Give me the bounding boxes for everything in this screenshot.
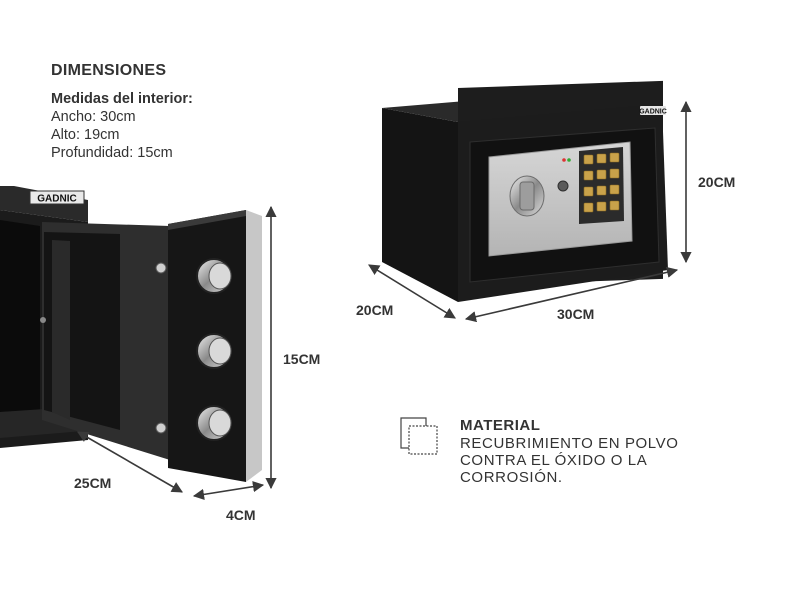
interior-heading: Medidas del interior: (51, 91, 193, 107)
dimensions-title: DIMENSIONES (51, 62, 167, 79)
interior-width: Ancho: 30cm (51, 109, 136, 125)
layers-icon (400, 417, 438, 455)
open-safe-dimension-lines (77, 205, 277, 500)
material-line: CORROSIÓN. (460, 469, 563, 486)
closed-safe-width-label: 30CM (557, 306, 595, 322)
open-safe: GADNIC (0, 186, 262, 482)
closed-safe-brand: GADNIC (639, 109, 667, 116)
closed-safe: GADNIC (382, 80, 668, 302)
interior-depth: Profundidad: 15cm (51, 145, 173, 161)
interior-specs: Medidas del interior: Ancho: 30cm Alto: … (51, 90, 193, 162)
open-door-height-label: 15CM (283, 351, 321, 367)
material-line: RECUBRIMIENTO EN POLVO (460, 435, 679, 452)
material-title: MATERIAL (460, 417, 541, 434)
material-line: CONTRA EL ÓXIDO O LA (460, 452, 648, 469)
open-door-thickness-label: 4CM (226, 507, 256, 523)
open-door-width-label: 25CM (74, 475, 112, 491)
open-safe-brand: GADNIC (37, 194, 76, 205)
closed-safe-dimension-lines (368, 100, 692, 323)
material-description: RECUBRIMIENTO EN POLVO CONTRA EL ÓXIDO O… (460, 435, 679, 486)
interior-height: Alto: 19cm (51, 127, 120, 143)
closed-safe-height-label: 20CM (698, 174, 736, 190)
closed-safe-depth-label: 20CM (356, 302, 394, 318)
